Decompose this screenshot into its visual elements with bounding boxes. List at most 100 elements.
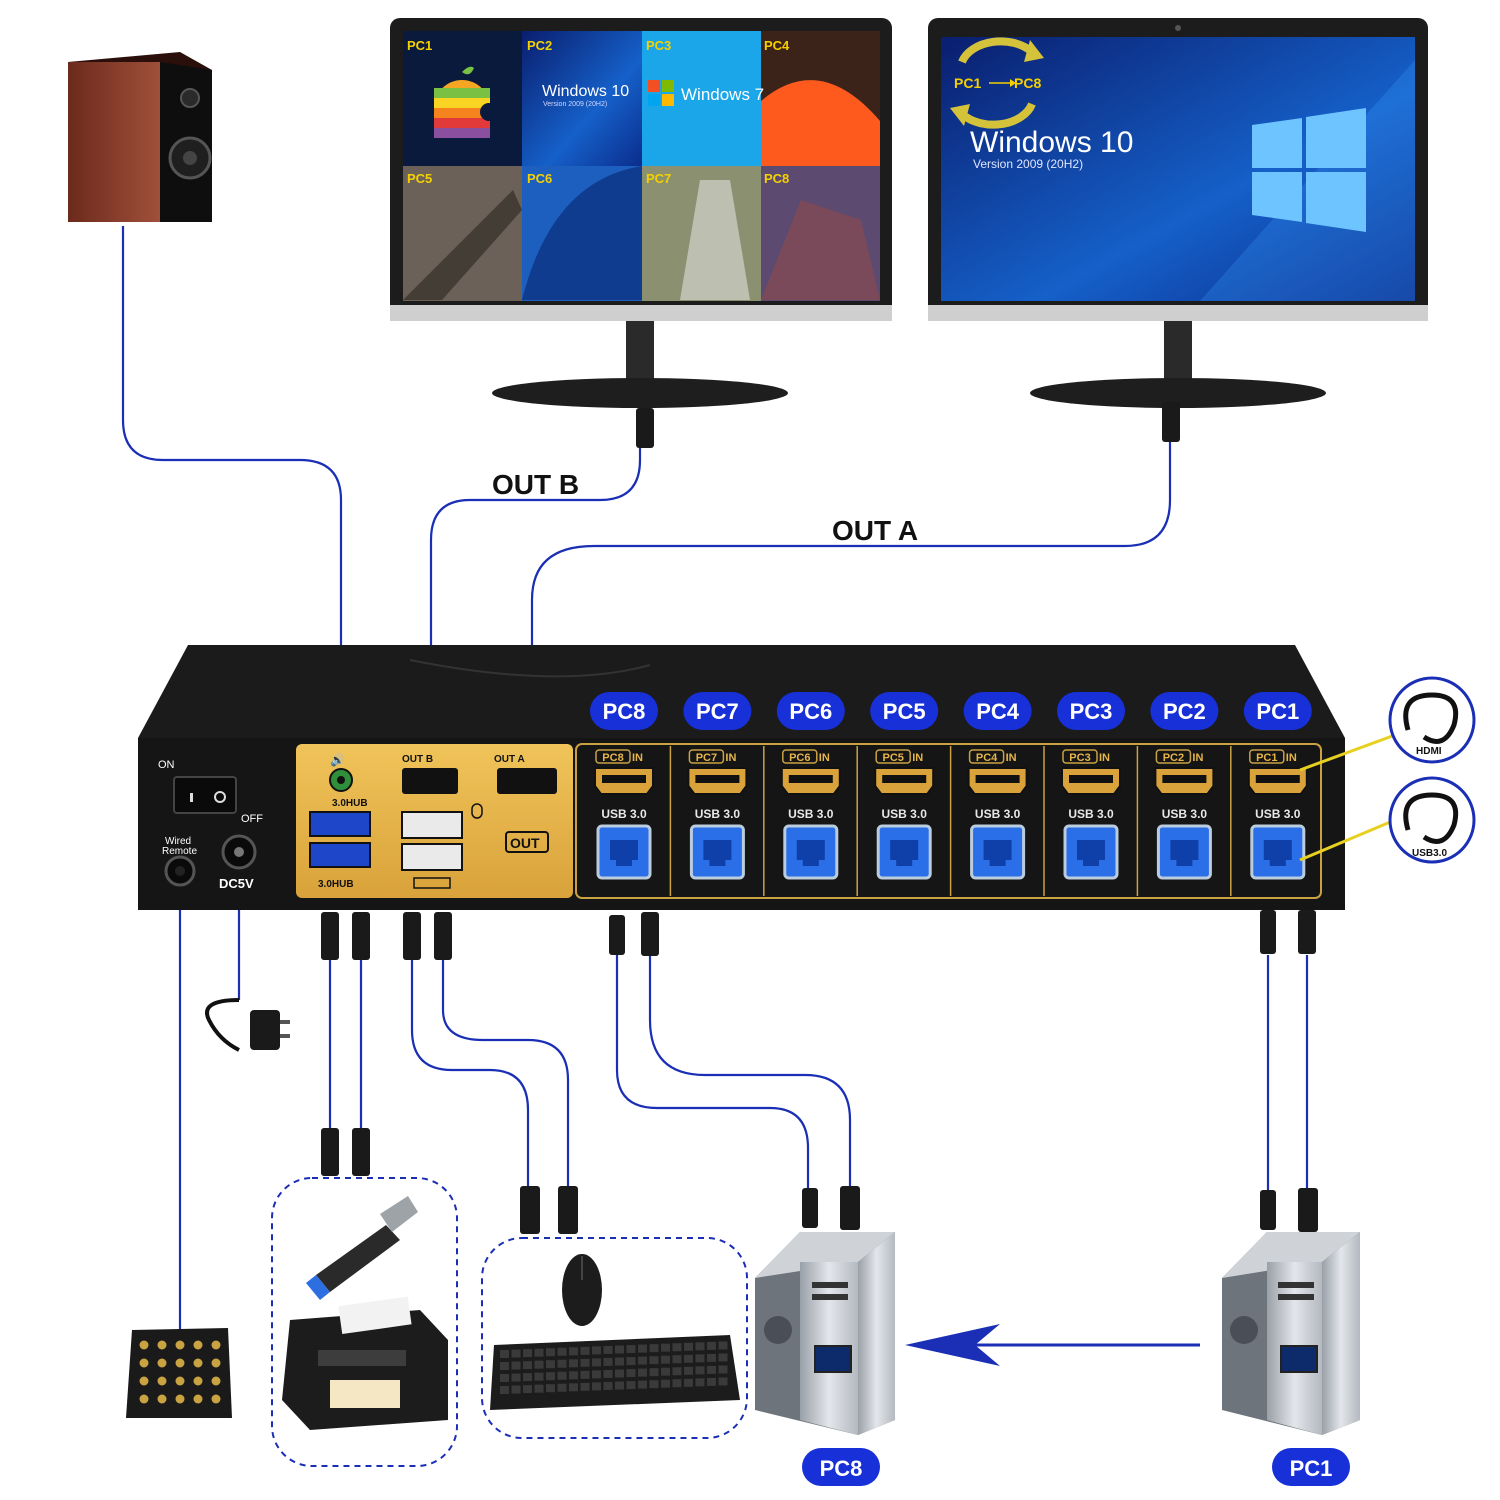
keyboard-usb-port[interactable] (401, 843, 463, 871)
svg-text:IN: IN (1099, 752, 1110, 764)
port-label-pc1: PC1 (1256, 699, 1299, 724)
svg-text:PC2: PC2 (1163, 752, 1184, 764)
out-a-cable (530, 440, 1172, 690)
out-a-hdmi-port[interactable] (497, 768, 557, 794)
remote-button (157, 1394, 167, 1404)
usb-label-pc2: USB 3.0 (1162, 807, 1208, 821)
pc1-lcd-screen (1280, 1345, 1318, 1373)
out-b-hdmi-port[interactable] (402, 768, 458, 794)
remote-button (175, 1394, 185, 1404)
port-label-pc4: PC4 (976, 699, 1020, 724)
usb-b-plug-icon (609, 915, 625, 955)
usb-label-pc7: USB 3.0 (695, 807, 741, 821)
remote-button (175, 1340, 185, 1350)
port-in-tag-pc7: PC7 IN (688, 749, 736, 764)
out-b-cable-label: OUT B (492, 469, 579, 500)
pc1-label-pill: PC1 (1272, 1448, 1350, 1486)
usb-plug-icon (321, 912, 339, 960)
hub-usb-port-2[interactable] (309, 842, 371, 868)
tile-pc2-os-name: Windows 10 (542, 83, 629, 100)
monitor-a: PC1 PC8 Windows 10 Version 2009 (20H2) (928, 18, 1428, 408)
usb-legend-label: USB3.0 (1412, 848, 1447, 859)
remote-button (175, 1358, 185, 1368)
tile-pc3-label: PC3 (646, 38, 671, 53)
usb-label-pc6: USB 3.0 (788, 807, 834, 821)
hdmi-legend-label: HDMI (1416, 746, 1442, 757)
usb-plug-icon (403, 912, 421, 960)
hub-usb-port-1[interactable] (309, 811, 371, 837)
monitor-a-os-version: Version 2009 (20H2) (973, 157, 1083, 171)
hub-label-top: 3.0HUB (332, 798, 368, 809)
tile-pc4-label: PC4 (764, 38, 790, 53)
out-b-port-label: OUT B (402, 754, 433, 765)
svg-text:IN: IN (1286, 752, 1297, 764)
power-adapter-icon (205, 998, 290, 1052)
port-label-pc3: PC3 (1070, 699, 1113, 724)
mouse-icon (471, 803, 483, 819)
remote-button (211, 1340, 221, 1350)
port-label-pc6: PC6 (789, 699, 832, 724)
remote-button (193, 1340, 203, 1350)
usb-b-plug-icon (1260, 910, 1276, 954)
svg-text:IN: IN (1006, 752, 1017, 764)
svg-text:PC7: PC7 (696, 752, 717, 764)
apple-logo-icon (434, 66, 498, 138)
tile-pc6-label: PC6 (527, 171, 552, 186)
wired-remote-label-2: Remote (162, 846, 197, 857)
windows-7-logo-icon (648, 80, 674, 106)
power-off-label: OFF (241, 813, 263, 825)
usb-label-pc3: USB 3.0 (1068, 807, 1114, 821)
usb-plug-icon (352, 1128, 370, 1176)
hdmi-plug-icon (1162, 402, 1180, 442)
pc8-label-pill: PC8 (802, 1448, 880, 1486)
switch-label-from: PC1 (954, 75, 981, 91)
port-label-pc5: PC5 (883, 699, 926, 724)
tile-pc3 (642, 31, 761, 166)
remote-button (211, 1358, 221, 1368)
mouse-usb-port[interactable] (401, 811, 463, 839)
remote-button (193, 1358, 203, 1368)
out-a-port-label: OUT A (494, 754, 525, 765)
printer-icon (282, 1296, 448, 1430)
tile-pc5-label: PC5 (407, 171, 432, 186)
usb-label-pc4: USB 3.0 (975, 807, 1021, 821)
hdmi-plug-icon (840, 1186, 860, 1230)
pc8-lcd-screen (814, 1345, 852, 1373)
tile-pc1-label: PC1 (407, 38, 432, 53)
svg-text:IN: IN (632, 752, 643, 764)
pc1-tower (1222, 1232, 1360, 1435)
svg-text:IN: IN (725, 752, 736, 764)
usb-plug-icon (520, 1186, 540, 1234)
pc8-label: PC8 (820, 1456, 863, 1481)
power-switch[interactable] (173, 776, 237, 814)
tile-pc2-os-version: Version 2009 (20H2) (543, 101, 607, 108)
remote-button (157, 1358, 167, 1368)
svg-text:PC1: PC1 (1256, 752, 1277, 764)
hdmi-plug-icon (641, 912, 659, 956)
svg-text:IN: IN (912, 752, 923, 764)
usb-a-plug-icon (802, 1188, 818, 1228)
hdmi-plug-icon (636, 408, 654, 448)
remote-button (139, 1376, 149, 1386)
keyboard-device-icon (490, 1335, 740, 1410)
switch-cycle-icon (950, 37, 1044, 129)
svg-text:PC5: PC5 (882, 752, 903, 764)
svg-text:IN: IN (819, 752, 830, 764)
out-b-cable (429, 445, 642, 690)
svg-text:PC4: PC4 (976, 752, 998, 764)
port-label-pc8: PC8 (603, 699, 646, 724)
mouse-cable (441, 960, 570, 1190)
port-label-pc7: PC7 (696, 699, 739, 724)
keyboard-cable (410, 960, 530, 1190)
cable-legend: HDMI USB3.0 (1299, 676, 1476, 864)
